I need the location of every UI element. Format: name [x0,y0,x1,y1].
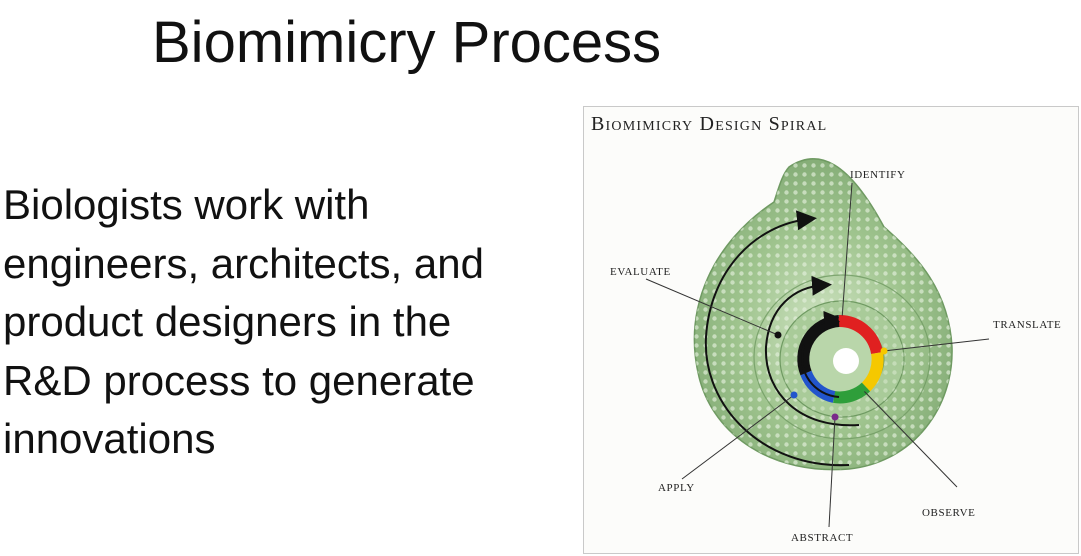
body-line: product designers in the [3,298,452,345]
body-line: R&D process to generate [3,356,475,404]
stage-label-abstract: ABSTRACT [791,532,853,544]
slide-body-text: Biologists work with engineers, architec… [3,176,578,469]
stage-label-translate: TRANSLATE [993,319,1061,331]
spiral-diagram: IDENTIFY TRANSLATE OBSERVE ABSTRACT APPL… [610,158,1061,544]
body-line: innovations [3,415,216,462]
stage-label-observe: OBSERVE [922,507,975,519]
figure-title: Biomimicry Design Spiral [591,113,828,135]
body-line: engineers, architects, and [3,239,484,287]
stage-label-identify: IDENTIFY [850,169,906,181]
spiral-arrows [704,210,860,467]
stage-markers [774,315,888,421]
biomimicry-design-spiral-figure: Biomimicry Design Spiral [583,106,1079,554]
stage-leader-lines [645,182,990,528]
slide-title: Biomimicry Process [152,10,662,75]
body-line: Biologists work with [3,181,370,228]
stage-label-apply: APPLY [658,482,695,494]
stage-label-evaluate: EVALUATE [610,266,671,278]
